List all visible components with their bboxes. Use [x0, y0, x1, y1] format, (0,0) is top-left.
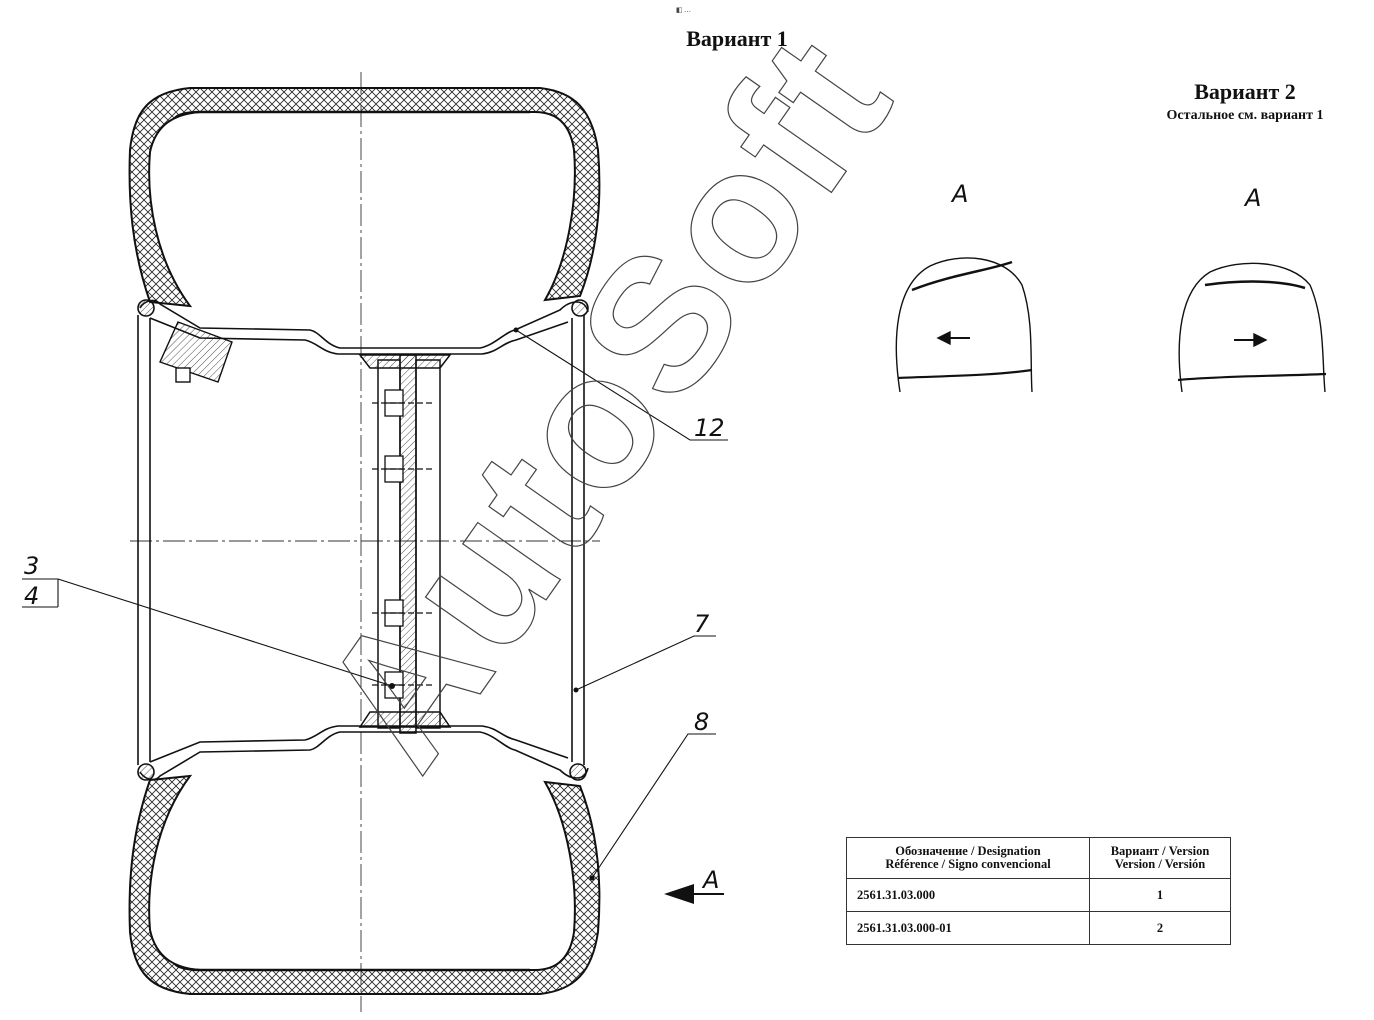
table-row: 2561.31.03.000-01 2 [846, 911, 1231, 945]
small-mark: ◧ … [676, 6, 692, 14]
header-variant-line1: Вариант / Version [1110, 844, 1210, 858]
view-arrow-label: A [703, 866, 720, 894]
side-walls [137, 315, 585, 765]
callout-8: 8 [694, 708, 710, 736]
bolts [372, 389, 432, 699]
wheel-disc [358, 354, 452, 734]
valve [159, 321, 233, 383]
callout-12: 12 [694, 414, 725, 442]
center-lines [130, 72, 600, 1012]
leader-lines [22, 329, 728, 879]
variant-2-title: Вариант 2 [1194, 79, 1296, 104]
lower-rim [137, 725, 589, 781]
row-variant: 1 [1089, 878, 1231, 912]
leader-dot-3 [389, 683, 395, 689]
header-variant: Вариант / Version Version / Versión [1089, 837, 1231, 879]
callout-4: 4 [24, 582, 40, 610]
header-designation-line2: Référence / Signo convencional [885, 857, 1051, 871]
callout-3: 3 [24, 552, 40, 580]
leader-dot-8 [589, 875, 595, 881]
view-arrow [664, 884, 724, 904]
row-designation: 2561.31.03.000-01 [846, 911, 1090, 945]
upper-tire [128, 87, 601, 308]
row-variant: 2 [1089, 911, 1231, 945]
detail-a1-label: A [952, 180, 969, 208]
spec-table-header: Обозначение / Designation Référence / Si… [846, 837, 1231, 879]
callout-7: 7 [694, 610, 710, 638]
detail-view-a1 [895, 257, 1033, 393]
detail-a2-label: A [1245, 184, 1262, 212]
header-variant-line2: Version / Versión [1114, 857, 1206, 871]
variant-2-note: Остальное см. вариант 1 [1166, 108, 1324, 123]
header-designation-line1: Обозначение / Designation [895, 844, 1041, 858]
leader-dot-12 [513, 327, 519, 333]
row-designation: 2561.31.03.000 [846, 878, 1090, 912]
upper-rim [137, 299, 589, 355]
table-row: 2561.31.03.000 1 [846, 878, 1231, 912]
detail-view-a2 [1177, 262, 1327, 393]
header-designation: Обозначение / Designation Référence / Si… [846, 837, 1090, 879]
spec-table: Обозначение / Designation Référence / Si… [846, 837, 1231, 945]
lower-tire [128, 774, 601, 995]
variant-1-title: Вариант 1 [686, 26, 788, 51]
leader-dot-7 [573, 687, 579, 693]
